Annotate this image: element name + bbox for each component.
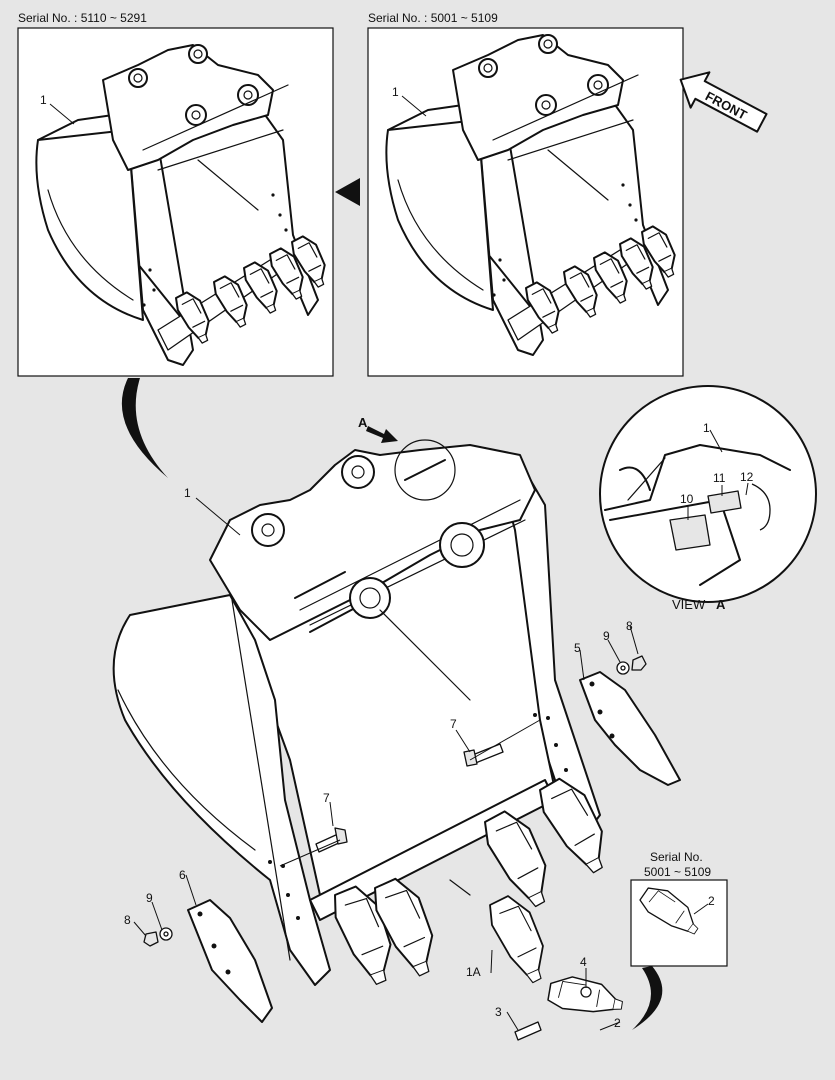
- callout-main-1: 1: [184, 486, 191, 500]
- tooth-3: [478, 803, 558, 916]
- hardware: [143, 655, 647, 1041]
- serial-label-right: Serial No. : 5001 ~ 5109: [368, 11, 498, 25]
- leader-view-12: [745, 482, 749, 496]
- boss-1: [251, 513, 285, 547]
- direction-arrow-a: [366, 426, 398, 443]
- callout-view-11: 11: [713, 471, 726, 485]
- view-a-blade: [627, 457, 666, 501]
- tooth-adapter-1A: [484, 889, 553, 990]
- view-a-outline-mid: [609, 499, 741, 586]
- view-a-plate-10: [669, 514, 711, 551]
- callout-main-5: 5: [574, 641, 581, 655]
- leader-view-1: [709, 429, 723, 453]
- mounting-bracket: [209, 444, 536, 641]
- callout-main-6: 6: [179, 868, 186, 882]
- view-a-hole: [751, 483, 771, 531]
- callout-main-1A: 1A: [466, 965, 481, 979]
- callout-main-8-left: 8: [124, 913, 131, 927]
- callout-left-1: 1: [40, 93, 47, 107]
- panel-right: Serial No. : 5001 ~ 5109 1: [367, 11, 684, 377]
- bolt-right-head: [463, 749, 478, 767]
- callout-main-7-left: 7: [323, 791, 330, 805]
- leader-right-1: [401, 95, 427, 117]
- side-cutter-left: [187, 899, 273, 1023]
- view-a-marker-blade: [404, 459, 446, 481]
- lock-4: [580, 986, 592, 998]
- panel-left: Serial No. : 5110 ~ 5291 1: [17, 11, 334, 377]
- view-a-label: VIEW: [672, 597, 706, 612]
- view-a-marker-circle: [394, 439, 456, 501]
- floor-line-1: [379, 609, 471, 701]
- callout-right-1: 1: [392, 85, 399, 99]
- boss-2-hole: [351, 465, 365, 479]
- callout-main-9-left: 9: [146, 891, 153, 905]
- boss-3: [349, 577, 391, 619]
- inset-tooth: Serial No. 5001 ~ 5109 2: [630, 850, 728, 967]
- callout-view-10: 10: [680, 492, 694, 506]
- inset-serial-line2: 5001 ~ 5109: [644, 865, 711, 879]
- curved-arrow-right: [632, 966, 663, 1030]
- main-leaders: [133, 497, 639, 1031]
- front-arrow: FRONT: [679, 71, 768, 133]
- boss-3-hole: [359, 587, 381, 609]
- callout-main-3: 3: [495, 1005, 502, 1019]
- side-plate-left-crease: [117, 689, 256, 851]
- leader-inset-2: [693, 903, 709, 915]
- callout-view-12: 12: [740, 470, 754, 484]
- side-cutter-right: [579, 671, 681, 786]
- cutting-edge-mark: [449, 879, 471, 896]
- serial-label-left: Serial No. : 5110 ~ 5291: [18, 11, 147, 25]
- inset-serial-line1: Serial No.: [650, 850, 703, 864]
- view-a-plate-11: [707, 490, 742, 514]
- view-a-detail: 1 10 11 12 VIEW A: [599, 385, 817, 612]
- callout-main-7-right: 7: [450, 717, 457, 731]
- view-a-letter: A: [716, 597, 726, 612]
- callout-main-4: 4: [580, 955, 587, 969]
- callout-inset-2: 2: [708, 894, 715, 908]
- callout-main-8-right: 8: [626, 619, 633, 633]
- washer-right-hole: [620, 665, 626, 671]
- view-a-outline-top: [604, 444, 791, 511]
- callout-main-2: 2: [614, 1016, 621, 1030]
- tooth-4: [533, 770, 616, 883]
- washer-left-hole: [163, 931, 169, 937]
- direction-letter-a: A: [358, 415, 368, 430]
- curved-arrow-left: [121, 378, 168, 478]
- bolt-left-head: [334, 827, 348, 845]
- side-cutter-left-holes: [197, 911, 231, 975]
- front-arrow-icon: [679, 71, 768, 133]
- callout-view-1: 1: [703, 421, 710, 435]
- pointer-triangle: [335, 178, 360, 206]
- callout-main-9-right: 9: [603, 629, 610, 643]
- boss-4-hole: [450, 533, 474, 557]
- side-plate-left-edge: [231, 599, 291, 961]
- view-a-edge: [619, 466, 651, 491]
- boss-2: [341, 455, 375, 489]
- side-cutter-right-holes: [589, 681, 615, 739]
- side-plate-left: [112, 594, 331, 986]
- bracket-rails: [299, 499, 526, 626]
- nut-right: [631, 655, 647, 671]
- boss-4: [439, 522, 485, 568]
- leader-left-1: [49, 103, 75, 125]
- pin-3: [514, 1021, 542, 1041]
- nut-left: [143, 931, 159, 947]
- bolt-holes: [268, 713, 568, 920]
- main-bucket: [112, 439, 601, 986]
- view-a-circle: [599, 385, 817, 603]
- boss-1-hole: [261, 523, 275, 537]
